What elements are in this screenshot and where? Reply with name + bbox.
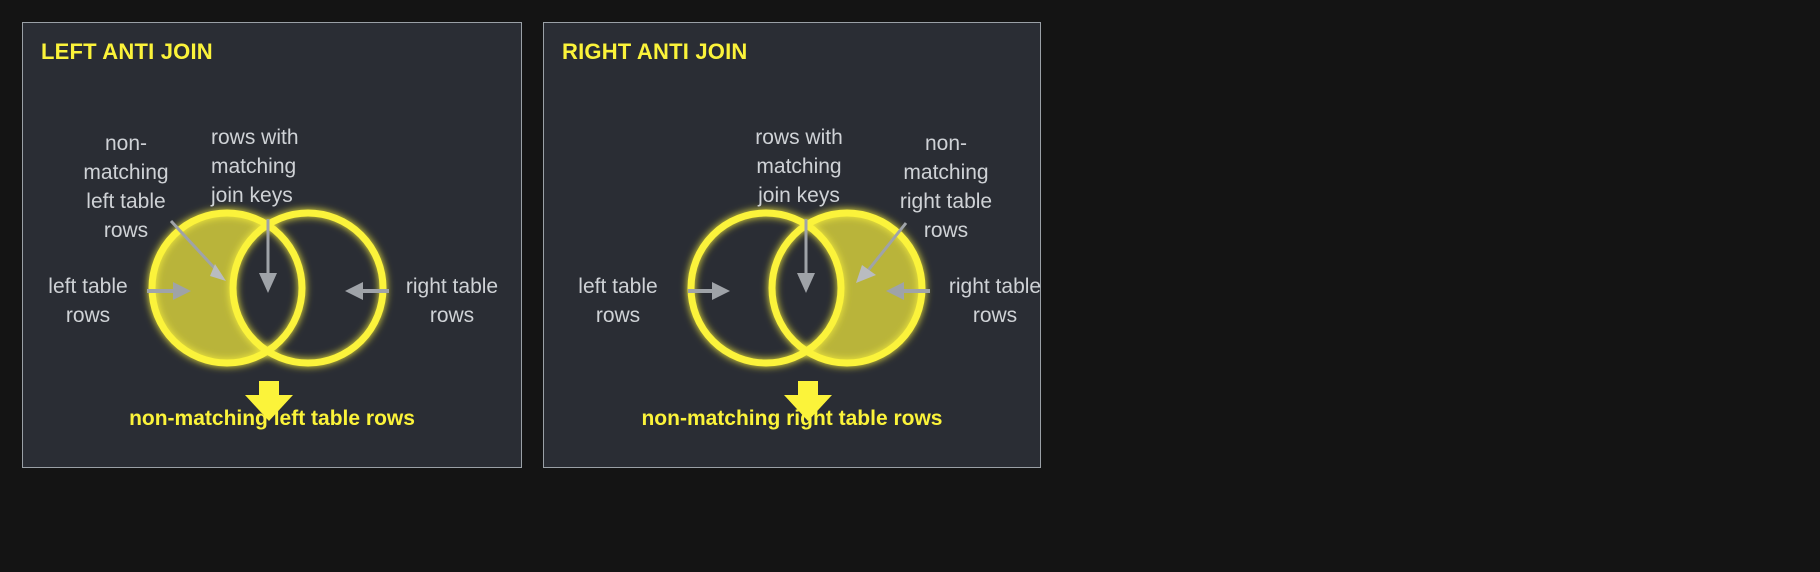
venn-svg-left (23, 23, 523, 469)
pointer-right-table-rows (345, 282, 389, 300)
pointer-matching-keys (259, 219, 277, 293)
venn-circle-right (229, 209, 387, 367)
pointer-non-matching-left (169, 219, 226, 281)
pointer-left-table-rows (147, 282, 191, 300)
caption-right-result: non-matching right table rows (641, 407, 943, 430)
venn-svg-right (544, 23, 1042, 469)
note-matching-join-keys: rows with matching join keys (211, 126, 299, 207)
pointer-left-table-rows (688, 282, 730, 300)
note-left-table-rows: left table rows (48, 275, 128, 327)
venn-fill-right-only (544, 23, 1042, 469)
venn-circle-left (148, 209, 306, 367)
venn-diagram-left: non- matching left table rows rows with … (23, 23, 523, 469)
note-matching-join-keys: rows with matching join keys (755, 126, 843, 207)
result-down-arrow (784, 381, 832, 421)
panel-left-anti-join: LEFT ANTI JOIN (22, 22, 523, 469)
venn-circle-right (768, 209, 926, 367)
note-left-table-rows: left table rows (578, 275, 658, 327)
caption-left-result: non-matching left table rows (129, 407, 415, 430)
note-right-table-rows: right table rows (405, 275, 499, 327)
note-right-table-rows: right table rows (948, 275, 1042, 327)
pointer-non-matching-right (856, 222, 908, 283)
pointer-matching-keys (797, 219, 815, 293)
venn-diagram-right: rows with matching join keys non- matchi… (544, 23, 1042, 469)
pointer-right-table-rows (886, 282, 930, 300)
venn-circle-left (687, 209, 845, 367)
note-non-matching-right-rows: non- matching right table rows (899, 132, 993, 242)
result-down-arrow (245, 381, 293, 421)
note-non-matching-left-rows: non- matching left table rows (83, 132, 169, 242)
panel-right-anti-join: RIGHT ANTI JOIN (543, 22, 1042, 469)
